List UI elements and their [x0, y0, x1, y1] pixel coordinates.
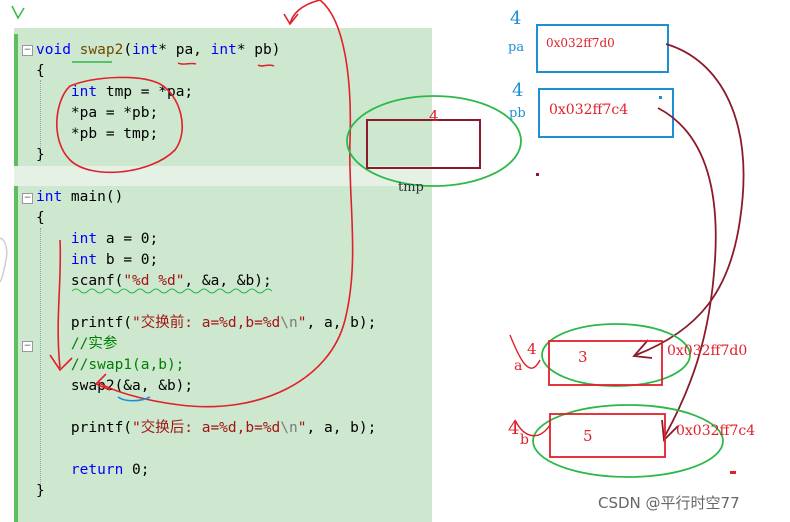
code-editor[interactable]	[14, 28, 432, 522]
size-label-tmp: 4	[429, 107, 439, 125]
b-value: 5	[583, 427, 593, 445]
code-token: scanf(	[36, 273, 124, 289]
code-line[interactable]: printf("交换后: a=%d,b=%d\n", a, b);	[36, 418, 376, 439]
code-token: \n	[280, 420, 298, 436]
code-line[interactable]: {	[36, 61, 45, 82]
code-line[interactable]: {	[36, 208, 45, 229]
pb-label: pb	[509, 106, 526, 121]
code-token: }	[36, 147, 45, 163]
code-line[interactable]: swap2(&a, &b);	[36, 376, 193, 397]
code-line[interactable]: printf("交换前: a=%d,b=%d\n", a, b);	[36, 313, 376, 334]
code-line[interactable]: void swap2(int* pa, int* pb)	[36, 40, 281, 61]
code-line[interactable]: }	[36, 145, 45, 166]
size-label-a: 4	[527, 340, 537, 358]
code-token: , &a, &b);	[184, 273, 272, 289]
size-label-pa: 4	[510, 8, 522, 29]
change-indicator-bar	[14, 34, 18, 522]
code-token: {	[36, 63, 45, 79]
code-token: int	[70, 84, 98, 100]
code-token: * pa,	[158, 42, 211, 58]
code-token: * pb)	[236, 42, 281, 58]
code-token: "%d %d"	[123, 273, 185, 289]
code-token: printf(	[36, 420, 133, 436]
code-token: return	[70, 462, 124, 478]
code-token: }	[36, 483, 45, 499]
fold-toggle-comment[interactable]: −	[22, 341, 33, 352]
code-token: int	[36, 189, 63, 205]
a-label: a	[514, 358, 523, 374]
size-label-pb: 4	[512, 80, 524, 101]
fold-toggle-main[interactable]: −	[22, 193, 33, 204]
indent-guide	[40, 228, 41, 488]
code-line[interactable]: *pb = tmp;	[36, 124, 158, 145]
code-token: \n	[280, 315, 298, 331]
code-token: {	[36, 210, 45, 226]
code-line[interactable]: //swap1(a,b);	[36, 355, 185, 376]
code-line[interactable]: int a = 0;	[36, 229, 158, 250]
code-token: a = 0;	[97, 231, 159, 247]
code-token: int	[70, 231, 98, 247]
code-token: swap2	[79, 42, 124, 58]
code-token: //swap1(a,b);	[70, 357, 185, 373]
size-label-b: 4	[508, 418, 520, 439]
code-token: int	[210, 42, 237, 58]
code-token: *pa = *pb;	[36, 105, 159, 121]
code-line[interactable]: //实参	[36, 334, 117, 355]
code-token: , a, b);	[306, 420, 377, 436]
code-line[interactable]: int main()	[36, 187, 123, 208]
a-value: 3	[578, 348, 588, 366]
code-token: int	[70, 252, 98, 268]
code-token: swap2(&a, &b);	[36, 378, 194, 394]
tmp-label: tmp	[398, 180, 424, 195]
code-token: "	[297, 420, 307, 436]
fold-toggle-swap2[interactable]: −	[22, 45, 33, 56]
b-label: b	[520, 432, 529, 448]
code-line[interactable]: int tmp = *pa;	[36, 82, 193, 103]
code-line[interactable]: return 0;	[36, 460, 150, 481]
code-token: (	[123, 42, 133, 58]
code-token: void	[36, 42, 80, 58]
code-line[interactable]: scanf("%d %d", &a, &b);	[36, 271, 272, 292]
indent-guide	[40, 80, 41, 162]
pa-label: pa	[508, 40, 525, 55]
code-token: "交换前: a=%d,b=%d	[132, 315, 281, 331]
pb-value: 0x032ff7c4	[549, 102, 629, 118]
code-token: tmp = *pa;	[97, 84, 194, 100]
code-token: main()	[62, 189, 124, 205]
code-token: b = 0;	[97, 252, 159, 268]
watermark: CSDN @平行时空77	[598, 494, 740, 512]
pa-value: 0x032ff7d0	[546, 36, 615, 50]
code-token: , a, b);	[306, 315, 377, 331]
code-token: 0;	[123, 462, 150, 478]
code-token: int	[132, 42, 159, 58]
code-line[interactable]: int b = 0;	[36, 250, 158, 271]
code-token: "	[297, 315, 307, 331]
b-address: 0x032ff7c4	[676, 423, 756, 439]
current-line-highlight	[14, 166, 432, 186]
code-token: "交换后: a=%d,b=%d	[132, 420, 281, 436]
code-token: *pb = tmp;	[36, 126, 159, 142]
a-address: 0x032ff7d0	[667, 343, 748, 359]
code-line[interactable]: }	[36, 481, 45, 502]
code-line[interactable]: *pa = *pb;	[36, 103, 158, 124]
code-token: //实参	[70, 336, 118, 352]
code-token: printf(	[36, 315, 133, 331]
